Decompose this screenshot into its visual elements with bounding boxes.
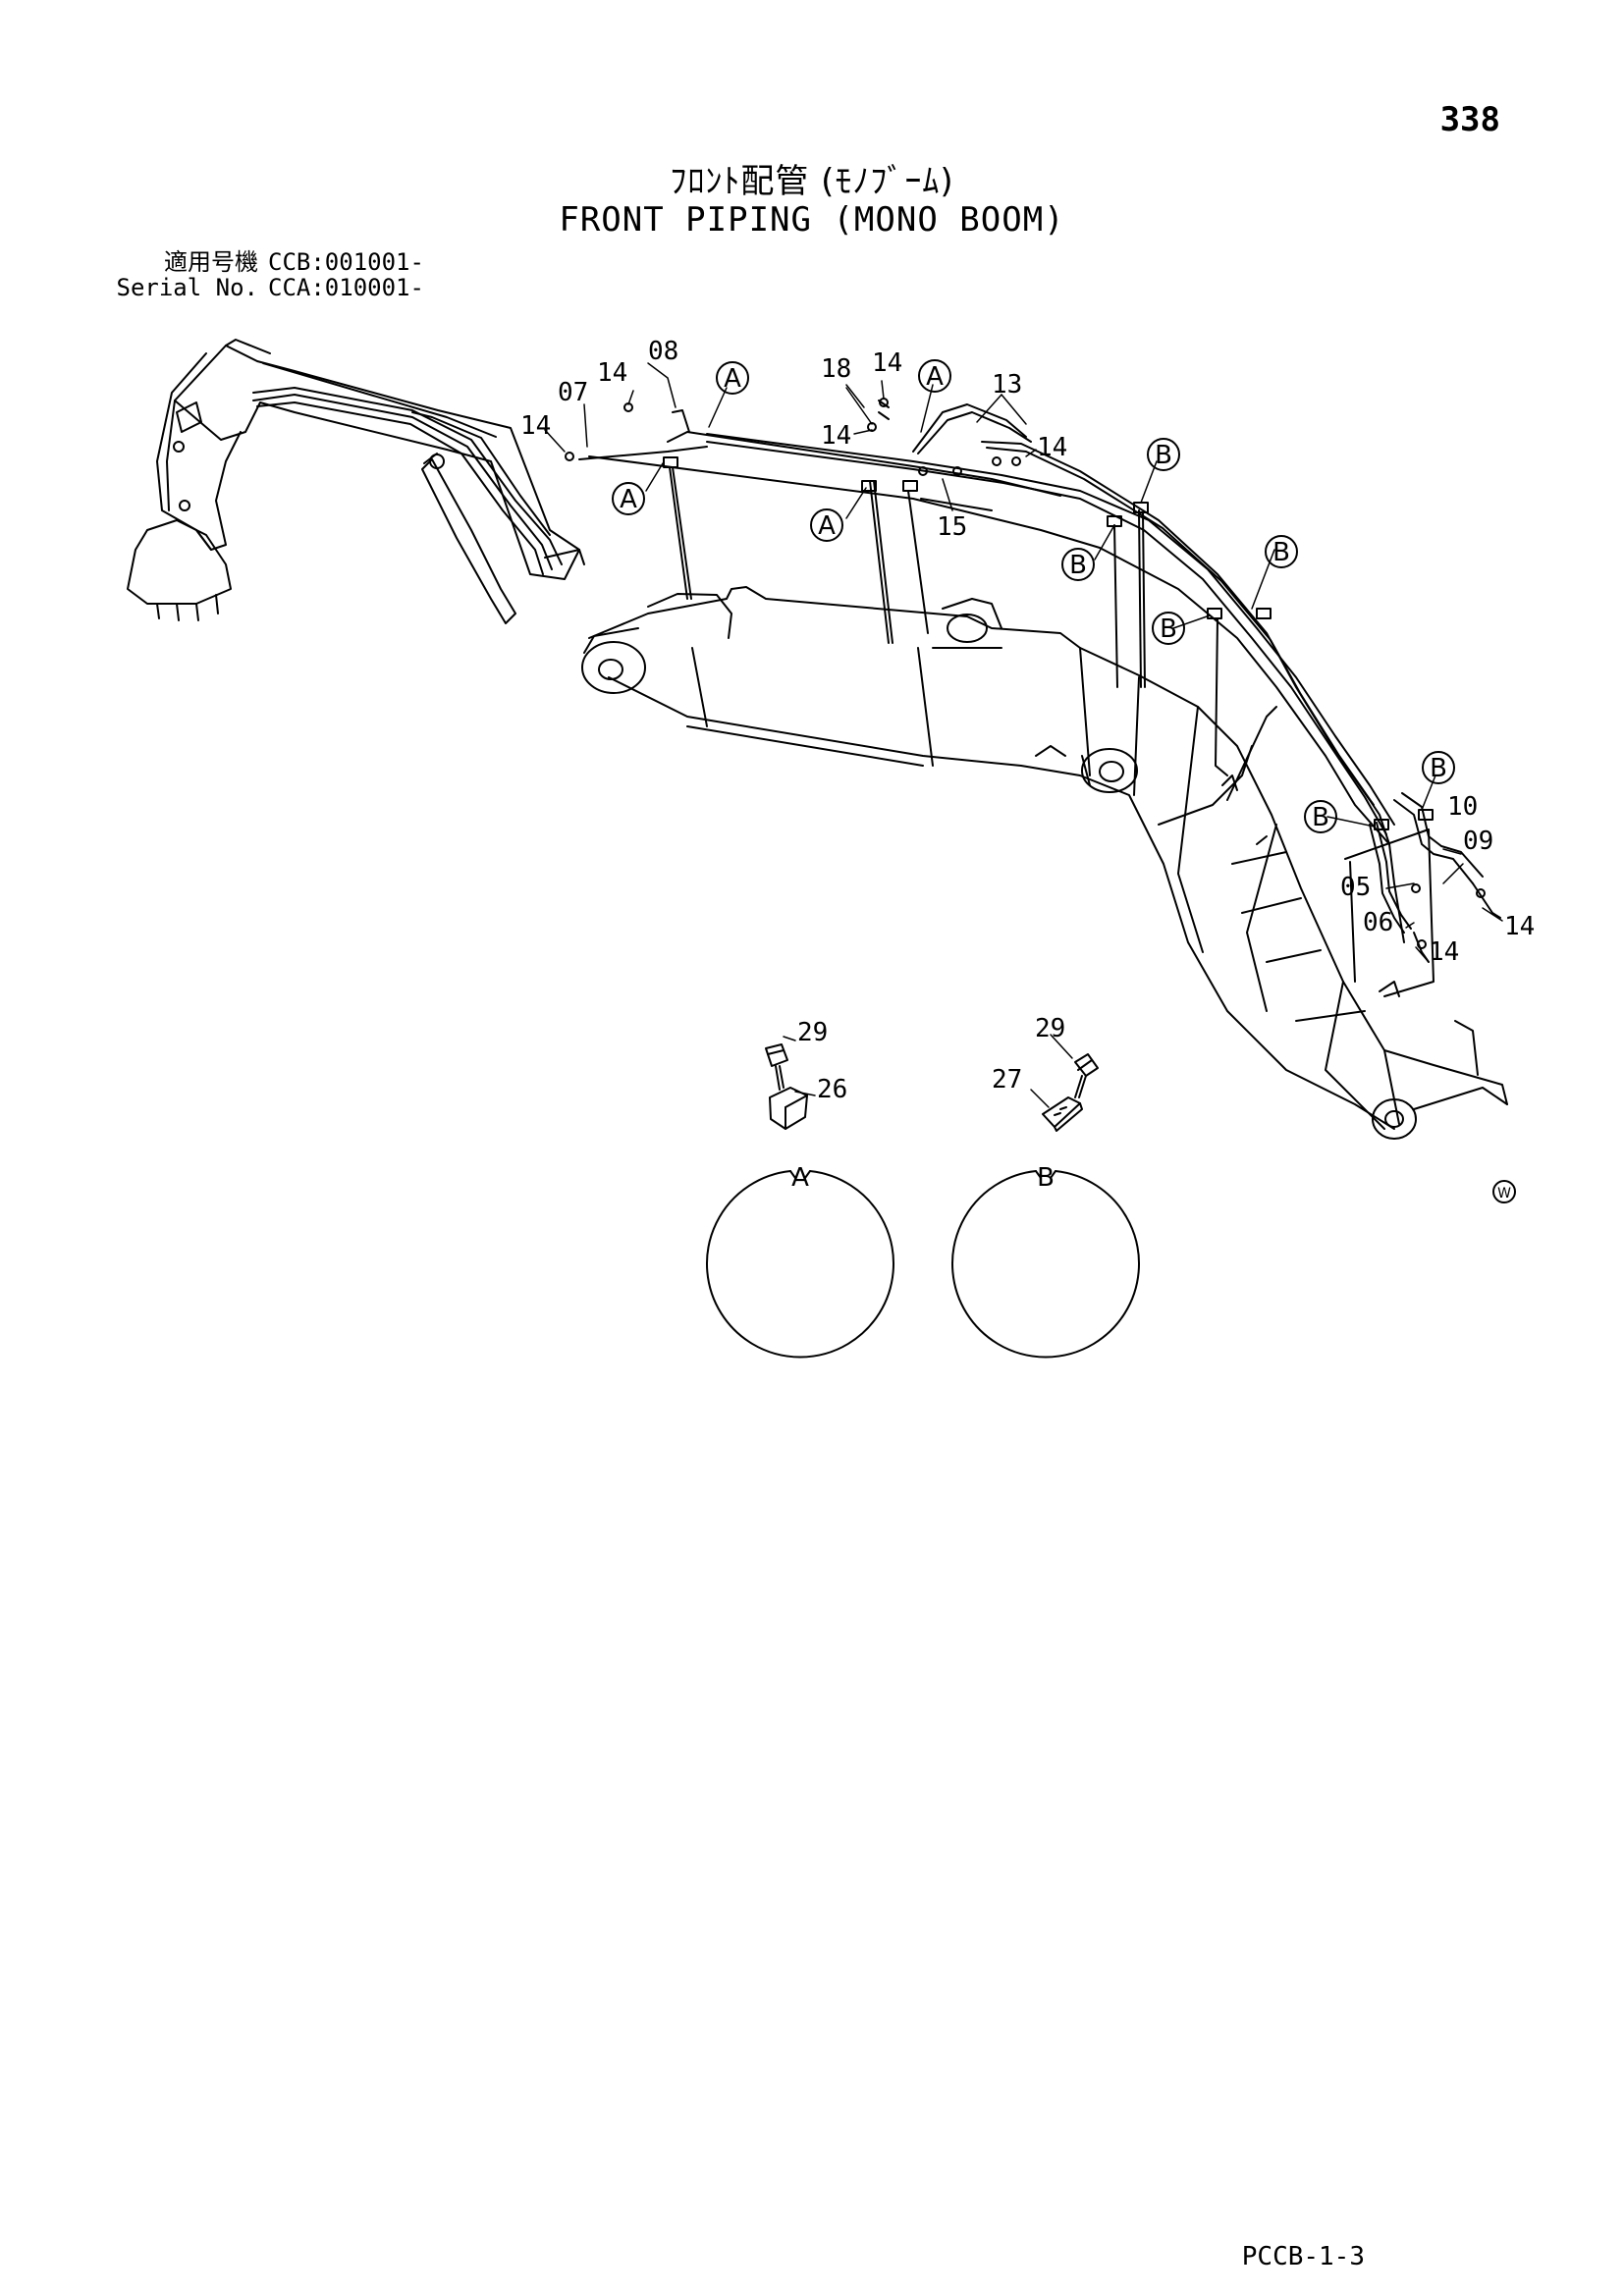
detail-view-a: A 29 26 [706,1018,894,1359]
callout-letter: B [1312,803,1329,832]
callout-b-marker: B [1061,548,1095,581]
part-number-label: 29 [1035,1014,1065,1043]
excavator-overview-illustration [127,339,585,624]
page-title-japanese: ﾌﾛﾝﾄ配管 (ﾓﾉﾌﾞｰﾑ) [670,162,954,201]
callout-letter: A [724,364,741,394]
callout-a-marker: A [716,361,749,395]
part-number-label: 14 [872,348,902,378]
callout-letter: A [926,362,944,392]
page-title: FRONT PIPING (MONO BOOM) [559,200,1065,240]
callout-b-marker: B [1304,800,1337,833]
callout-letter: B [1430,754,1447,783]
part-number-label: 14 [520,411,551,441]
piping-lines [565,398,1501,997]
callout-markers: A A A A B B B B [612,359,1455,833]
part-number-label: 29 [797,1018,828,1047]
callout-letter: B [1160,614,1177,644]
callout-b-marker: B [1422,751,1455,784]
callout-letter: B [1155,441,1172,470]
callout-letter: B [1272,538,1290,567]
part-number-label: 14 [1504,912,1535,941]
part-number-label: 14 [1037,433,1067,462]
part-number-label: 08 [648,337,678,366]
part-number-label: 06 [1363,908,1393,937]
part-number-label: 14 [821,421,851,451]
w-mark-letter: W [1497,1186,1511,1201]
part-number-label: 27 [992,1065,1022,1095]
callout-letter: A [620,485,637,514]
part-number-label: 14 [1429,937,1459,967]
detail-view-label: A [791,1163,809,1193]
serial-value: CCB:001001- [268,248,424,276]
part-number-label: 13 [992,370,1022,400]
callout-b-marker: B [1265,535,1298,568]
serial-row: 適用号機 CCB:001001- [116,249,424,275]
serial-label: Serial No. [116,274,259,301]
part-number-label: 07 [558,378,588,407]
part-number-label: 18 [821,354,851,384]
serial-applicability: 適用号機 CCB:001001- Serial No. CCA:010001- [116,249,424,300]
callout-letter: B [1069,551,1087,580]
detail-view-b: B 29 27 [951,1014,1140,1359]
w-mark-symbol: W [1492,1180,1516,1203]
callout-a-marker: A [612,482,645,515]
callout-b-marker: B [1152,612,1185,645]
part-number-label: 09 [1463,827,1493,856]
boom-illustration [581,586,1508,1140]
page-number: 338 [1439,100,1500,139]
callout-a-marker: A [918,359,951,393]
part-number-label: 26 [817,1075,847,1104]
serial-label: 適用号機 [164,248,258,276]
document-code: PCCB-1-3 [1241,2242,1365,2271]
serial-value: CCA:010001- [268,274,424,301]
callout-letter: A [818,511,836,541]
part-number-label: 10 [1447,792,1478,822]
part-number-label: 14 [597,358,627,388]
part-number-label: 15 [937,512,967,542]
part-number-labels: 08 14 07 14 18 14 14 13 14 15 10 09 05 0… [520,337,1535,967]
detail-view-label: B [1037,1163,1055,1193]
serial-row: Serial No. CCA:010001- [116,275,424,300]
callout-a-marker: A [810,508,843,542]
callout-b-marker: B [1147,438,1180,471]
part-number-label: 05 [1340,873,1371,902]
